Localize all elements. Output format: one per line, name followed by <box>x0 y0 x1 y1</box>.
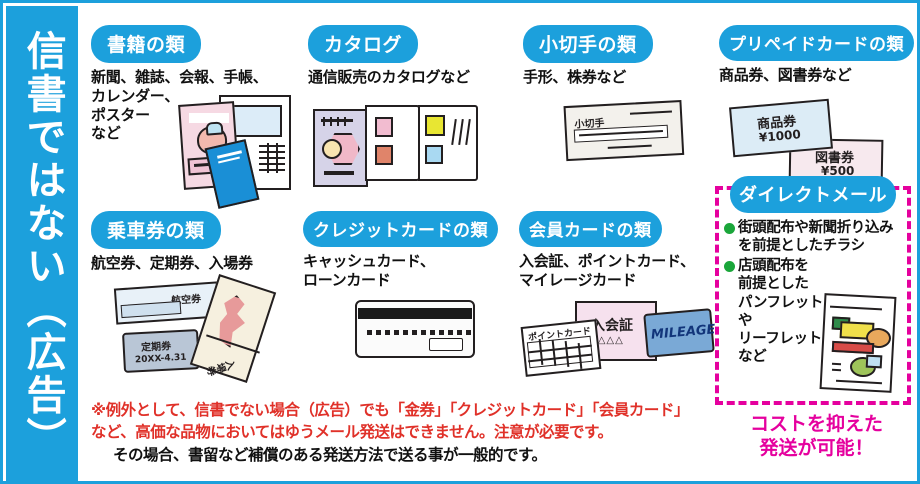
category-check-title: 小切手の類 <box>523 25 653 63</box>
card-member-marks: △△△△ <box>589 335 624 346</box>
vertical-banner-label: 信書ではない（広告） <box>19 30 66 460</box>
card-member-label: 入会証 <box>591 318 633 334</box>
prepaid-illustration: 図書券 ¥500 商品券 ¥1000 <box>729 98 909 189</box>
category-catalog: カタログ 通信販売のカタログなど <box>308 25 508 87</box>
leaflet-illustration <box>819 293 902 395</box>
category-catalog-title: カタログ <box>308 25 419 63</box>
category-books-desc: 新聞、雑誌、会報、手帳、 カレンダー、 ポスター など <box>91 68 268 143</box>
cost-note-line1: コストを抑えた <box>749 413 883 435</box>
category-books-title: 書籍の類 <box>91 25 202 63</box>
footnote-red-line1: ※例外として、信書でない場合（広告）でも「金券」「クレジットカード」「会員カード… <box>91 401 689 419</box>
cost-note: コストを抑えた 発送が可能！ <box>719 413 914 461</box>
direct-mail-title: ダイレクトメール <box>730 176 896 213</box>
books-illustration <box>178 93 293 209</box>
category-catalog-desc: 通信販売のカタログなど <box>308 68 470 86</box>
category-creditcard: クレジットカードの類 キャッシュカード、 ローンカード <box>303 211 513 290</box>
category-check: 小切手の類 手形、株券など <box>523 25 713 87</box>
ticket-pass-label: 定期券 <box>140 341 172 354</box>
category-membercard-title: 会員カードの類 <box>519 211 662 247</box>
bullet-dot-icon <box>724 261 735 273</box>
category-creditcard-desc: キャッシュカード、 ローンカード <box>303 252 435 289</box>
category-check-desc: 手形、株券など <box>523 68 626 86</box>
direct-mail-box: ダイレクトメール 街頭配布や新聞折り込み を前提としたチラシ 店頭配布を 前提と… <box>715 176 911 405</box>
category-membercard-desc: 入会証、ポイントカード、 マイレージカード <box>519 252 695 289</box>
vertical-banner: 信書ではない（広告） <box>6 6 78 481</box>
category-prepaid-desc: 商品券、図書券など <box>719 66 852 84</box>
cost-note-line2: 発送が可能！ <box>759 436 874 459</box>
category-ticket-desc: 航空券、定期券、入場券 <box>91 254 253 272</box>
category-ticket: 乗車券の類 航空券、定期券、入場券 <box>91 211 296 273</box>
category-books: 書籍の類 新聞、雑誌、会報、手帳、 カレンダー、 ポスター など <box>91 25 296 143</box>
footnote-black-line: その場合、書留など補償のある発送方法で送る事が一般的です。 <box>113 445 547 464</box>
category-prepaid-title: プリペイドカードの類 <box>719 25 914 61</box>
footnote-red-line2: など、高価な品物においてはゆうメール発送はできません。注意が必要です。 <box>91 423 613 442</box>
category-prepaid: プリペイドカードの類 商品券、図書券など <box>719 25 917 85</box>
category-membercard: 会員カードの類 入会証、ポイントカード、 マイレージカード <box>519 211 715 290</box>
direct-mail-bullet-1: 街頭配布や新聞折り込み を前提としたチラシ <box>724 219 903 255</box>
voucher-book-amount: ¥500 <box>821 164 855 178</box>
check-illustration: 小切手 <box>563 100 687 166</box>
footnote-block: ※例外として、信書でない場合（広告）でも「金券」「クレジットカード」「会員カード… <box>91 399 701 467</box>
direct-mail-bullet-1-text: 街頭配布や新聞折り込み を前提としたチラシ <box>738 220 894 255</box>
bullet-dot-icon <box>724 223 735 234</box>
category-ticket-title: 乗車券の類 <box>91 211 221 249</box>
direct-mail-bullet-2: 店頭配布を 前提とした パンフレットや リーフレット など <box>724 257 903 366</box>
creditcard-illustration <box>355 300 480 365</box>
voucher-book-label: 図書券 <box>815 151 855 166</box>
category-creditcard-title: クレジットカードの類 <box>303 211 498 247</box>
ticket-illustration: 航空券 定期券 20XX-4.31 入場券 <box>113 274 305 386</box>
catalog-illustration <box>313 103 488 193</box>
membercard-illustration: 入会証 △△△△ MILEAGE ポイントカード <box>520 299 716 389</box>
direct-mail-bullet-2-text: 店頭配布を 前提とした パンフレットや リーフレット など <box>738 258 823 365</box>
